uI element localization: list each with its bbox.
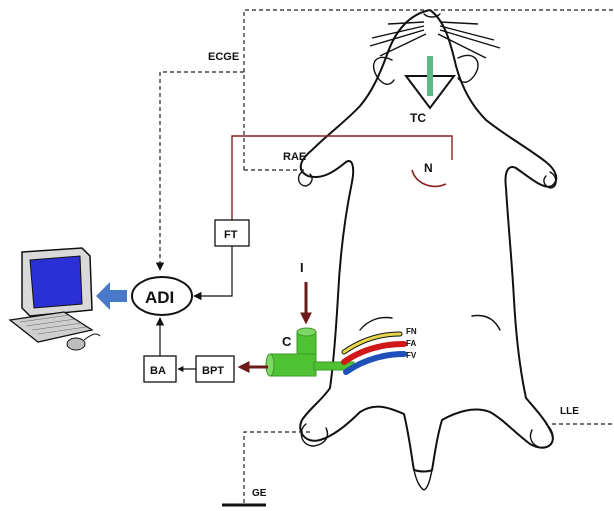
label-ft: FT [224, 229, 238, 241]
thermocouple-probe [404, 56, 456, 110]
ge-lead-line [243, 431, 310, 505]
label-ba: BA [150, 365, 166, 377]
computer-keyboard [8, 311, 94, 343]
computer-screen [29, 255, 83, 309]
rat-body-contour-2 [471, 314, 501, 331]
label-ecge: ECGE [208, 51, 239, 63]
ft-box [214, 219, 250, 247]
catheter-c [265, 327, 355, 377]
ft-to-adi-line [193, 246, 233, 301]
femoral-artery [341, 341, 407, 365]
label-n: N [424, 161, 433, 175]
rat-body-contour [359, 316, 393, 331]
adi-node [131, 276, 193, 316]
label-rae: RAE [283, 151, 306, 163]
ecge-lead-line [243, 9, 614, 170]
rat-left-front-paw [297, 171, 313, 187]
rae-wire [231, 135, 453, 220]
label-c: C [282, 334, 292, 349]
label-fn: FN [406, 327, 417, 336]
computer-mouse [66, 337, 86, 351]
rat-tail [413, 469, 433, 491]
rat-right-ear [457, 54, 479, 83]
label-tc: TC [410, 111, 426, 125]
rat-left-ear [373, 56, 395, 85]
rat-left-hind-paw [300, 423, 329, 447]
femoral-nerve [342, 332, 402, 354]
rat-right-front-paw [543, 171, 557, 189]
rat-body-outline [299, 9, 558, 473]
label-bpt: BPT [202, 365, 224, 377]
label-i: I [300, 260, 304, 275]
bpt-box [195, 355, 235, 383]
label-adi: ADI [145, 288, 174, 307]
data-transfer-arrow [96, 282, 127, 310]
label-ge: GE [252, 488, 267, 499]
label-fa: FA [406, 339, 416, 348]
rat-illustration [297, 9, 558, 491]
femoral-vein [343, 351, 407, 375]
computer-icon [8, 247, 101, 351]
tc-green-probe [427, 56, 433, 96]
label-fv: FV [406, 351, 417, 360]
ecge-to-adi-line [155, 71, 244, 271]
rat-whiskers [369, 21, 501, 59]
label-lle: LLE [560, 406, 579, 417]
femoral-vessels [341, 331, 407, 375]
n-electrode-arc [411, 169, 447, 188]
rat-nose [423, 13, 441, 18]
rat-right-hind-paw [529, 423, 554, 449]
